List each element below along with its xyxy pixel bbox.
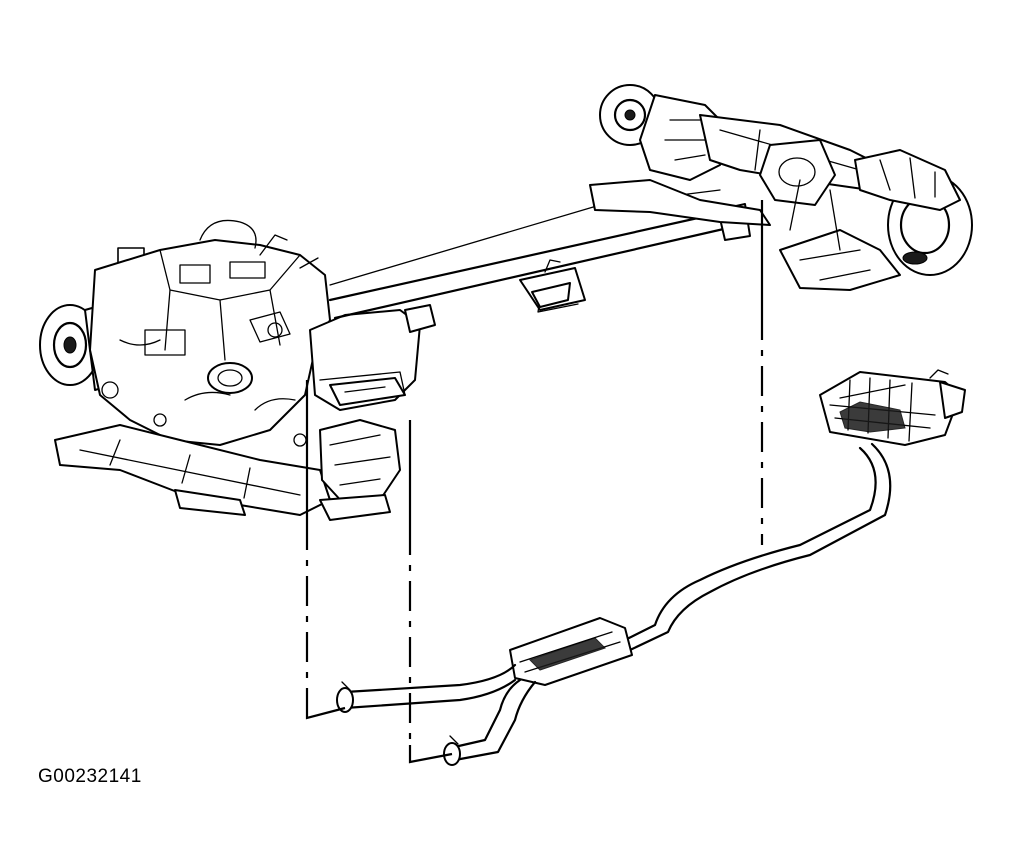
rear-suspension-axle — [589, 84, 973, 291]
guide-lines — [305, 200, 764, 764]
figure-id-label: G00232141 — [38, 766, 142, 787]
hanger-bracket — [531, 282, 571, 308]
rear-muffler — [819, 369, 966, 446]
front-engine-subframe — [39, 219, 421, 521]
exhaust-pipes — [336, 442, 892, 766]
